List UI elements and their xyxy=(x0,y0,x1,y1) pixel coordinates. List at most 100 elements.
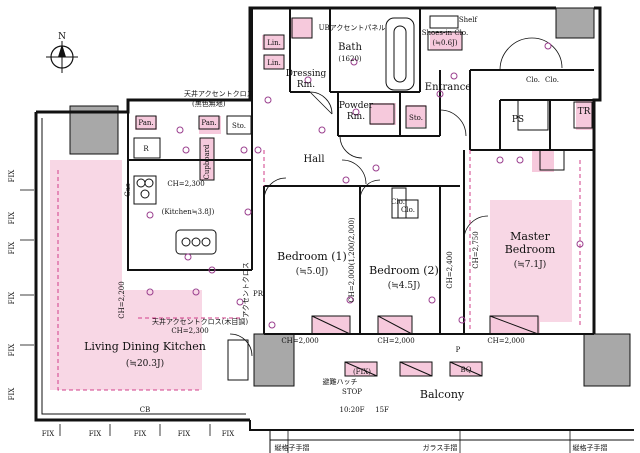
window-labels: FIX FIX FIX FIX FIX FIX FIX FIX FIX FIX … xyxy=(8,170,608,452)
closet-1-label: Clo. xyxy=(391,198,405,206)
fix-bottom-5: FIX xyxy=(222,430,235,438)
fixtures xyxy=(133,15,593,381)
pantry-2-label: Pan. xyxy=(201,119,216,127)
ch-ldk: CH=2,300 xyxy=(171,327,208,335)
fixture-labels: Pan. Pan. Sto. Sto. Lin. Lin. Cupboard R… xyxy=(124,24,559,414)
shoes-in-size: (≒0.6J) xyxy=(432,39,458,47)
ch-v1: CH=2,000(1,200/2,000) xyxy=(348,217,356,303)
storage-1-label: Sto. xyxy=(232,122,246,130)
fridge-label: R xyxy=(143,145,149,153)
fix-bottom-1: FIX xyxy=(42,430,55,438)
pr-label: PR xyxy=(253,290,264,298)
shoes-in-closet xyxy=(427,31,463,51)
storage-1 xyxy=(226,115,252,135)
hall-label: Hall xyxy=(303,154,324,165)
fix-bottom-3: FIX xyxy=(134,430,147,438)
fix-bottom-2: FIX xyxy=(89,430,102,438)
fix-left-2: FIX xyxy=(8,212,16,225)
exterior-walls xyxy=(34,6,634,453)
master-size: (≒7.1J) xyxy=(514,259,546,270)
railing-right-label: 縦格子手摺 xyxy=(573,443,608,452)
bath-label: Bath xyxy=(338,42,362,53)
bedroom-2-size: (≒4.5J) xyxy=(388,280,420,291)
fix-left-1: FIX xyxy=(8,170,16,183)
accent-cloth-note: 天井アクセントクロス xyxy=(184,89,254,98)
ch-master: CH=2,000 xyxy=(487,337,524,345)
ldk-size: (≒20.3J) xyxy=(126,358,164,369)
columns xyxy=(69,7,631,387)
railing-mid-label: ガラス手摺 xyxy=(423,443,458,452)
hatch-1-label: 10:20F xyxy=(339,406,364,414)
ub-accent-label: UBアクセントパネル xyxy=(319,24,386,32)
vanity xyxy=(369,103,395,125)
linen-2-label: Lin. xyxy=(267,59,281,67)
ps-label: PS xyxy=(512,115,524,125)
door-swings xyxy=(229,37,563,357)
balcony-label: Balcony xyxy=(420,388,465,401)
dressing-label: Dressing xyxy=(286,69,327,79)
master-label: Master xyxy=(510,230,550,243)
bedroom-1-size: (≒5.0J) xyxy=(296,266,328,277)
accent-cloth-sub: (黒色無地) xyxy=(192,99,226,108)
accent-guides xyxy=(57,150,581,391)
stop-label: STOP xyxy=(342,388,362,396)
entrance-label: Entrance xyxy=(425,82,472,93)
closet-2 xyxy=(397,199,419,219)
ldk-label: Living Dining Kitchen xyxy=(84,340,206,353)
powder-label-2: Rm. xyxy=(347,112,365,122)
ch-v2: CH=2,400 xyxy=(446,251,454,288)
closet-4-label: Clo. xyxy=(545,76,559,84)
window-frames xyxy=(20,189,571,453)
storage-2-label: Sto. xyxy=(409,114,423,122)
ch-ldk-v: CH=2,200 xyxy=(118,281,126,318)
railing-left-label: 縦格子手摺 xyxy=(275,443,310,452)
outlets xyxy=(146,42,584,329)
pantry-2 xyxy=(198,115,220,130)
bq-label: BQ xyxy=(461,366,472,374)
cb-label: CB xyxy=(140,406,151,414)
closet-3 xyxy=(517,99,549,131)
shelf-label: Shelf xyxy=(459,16,479,24)
tr-label: TR xyxy=(578,107,591,117)
ch-kitchen: CH=2,300 xyxy=(167,180,204,188)
fix-left-3: FIX xyxy=(8,242,16,255)
tr-box xyxy=(573,101,593,129)
master-label-2: Bedroom xyxy=(505,243,556,256)
linen-2 xyxy=(263,54,285,70)
kitchen-label: (Kitchen≒3.8J) xyxy=(162,208,215,216)
powder-label: Powder xyxy=(339,101,374,111)
ceiling-notes: 天井アクセントクロス (黒色無地) 天井アクセントクロス(木目調) アクセントク… xyxy=(152,89,254,326)
linen-1 xyxy=(263,34,285,50)
bathtub xyxy=(385,17,415,91)
shelf-box xyxy=(429,15,459,29)
accent-zones xyxy=(50,18,594,390)
storage-2 xyxy=(405,105,427,129)
ch-b2: CH=2,000 xyxy=(377,337,414,345)
fix-left-4: FIX xyxy=(8,292,16,305)
dressing-label-2: Rm. xyxy=(297,80,315,90)
closet-3-label: Clo. xyxy=(526,76,540,84)
gas-label: Gas xyxy=(124,183,132,197)
fix-left-5: FIX xyxy=(8,344,16,357)
balcony-note-label: 避難ハッチ xyxy=(323,377,358,386)
room-labels: Bath (1620) Dressing Rm. Powder Rm. Entr… xyxy=(84,16,590,401)
linen-1-label: Lin. xyxy=(267,39,281,47)
shoes-in-label: Shoes-in Clo. xyxy=(422,29,469,37)
fix-left-6: FIX xyxy=(8,388,16,401)
bath-size: (1620) xyxy=(338,55,362,63)
ch-v3: CH=2,750 xyxy=(472,231,480,268)
gas-stove xyxy=(133,175,157,205)
closet-4 xyxy=(539,149,565,171)
closet-2-label: Clo. xyxy=(401,206,415,214)
bedroom-2-label: Bedroom (2) xyxy=(369,264,439,277)
hatch-2-label: 15F xyxy=(375,406,389,414)
compass: N xyxy=(46,32,78,73)
ceiling-heights: CH=2,300 CH=2,300 CH=2,200 CH=2,000 CH=2… xyxy=(118,180,525,345)
pantry-1 xyxy=(135,115,157,130)
wall-accent-note: アクセントクロス xyxy=(242,262,250,318)
kitchen-island xyxy=(175,229,217,255)
bedroom-1-label: Bedroom (1) xyxy=(277,250,347,263)
interior-walls xyxy=(127,8,594,335)
fridge-box xyxy=(133,137,161,159)
